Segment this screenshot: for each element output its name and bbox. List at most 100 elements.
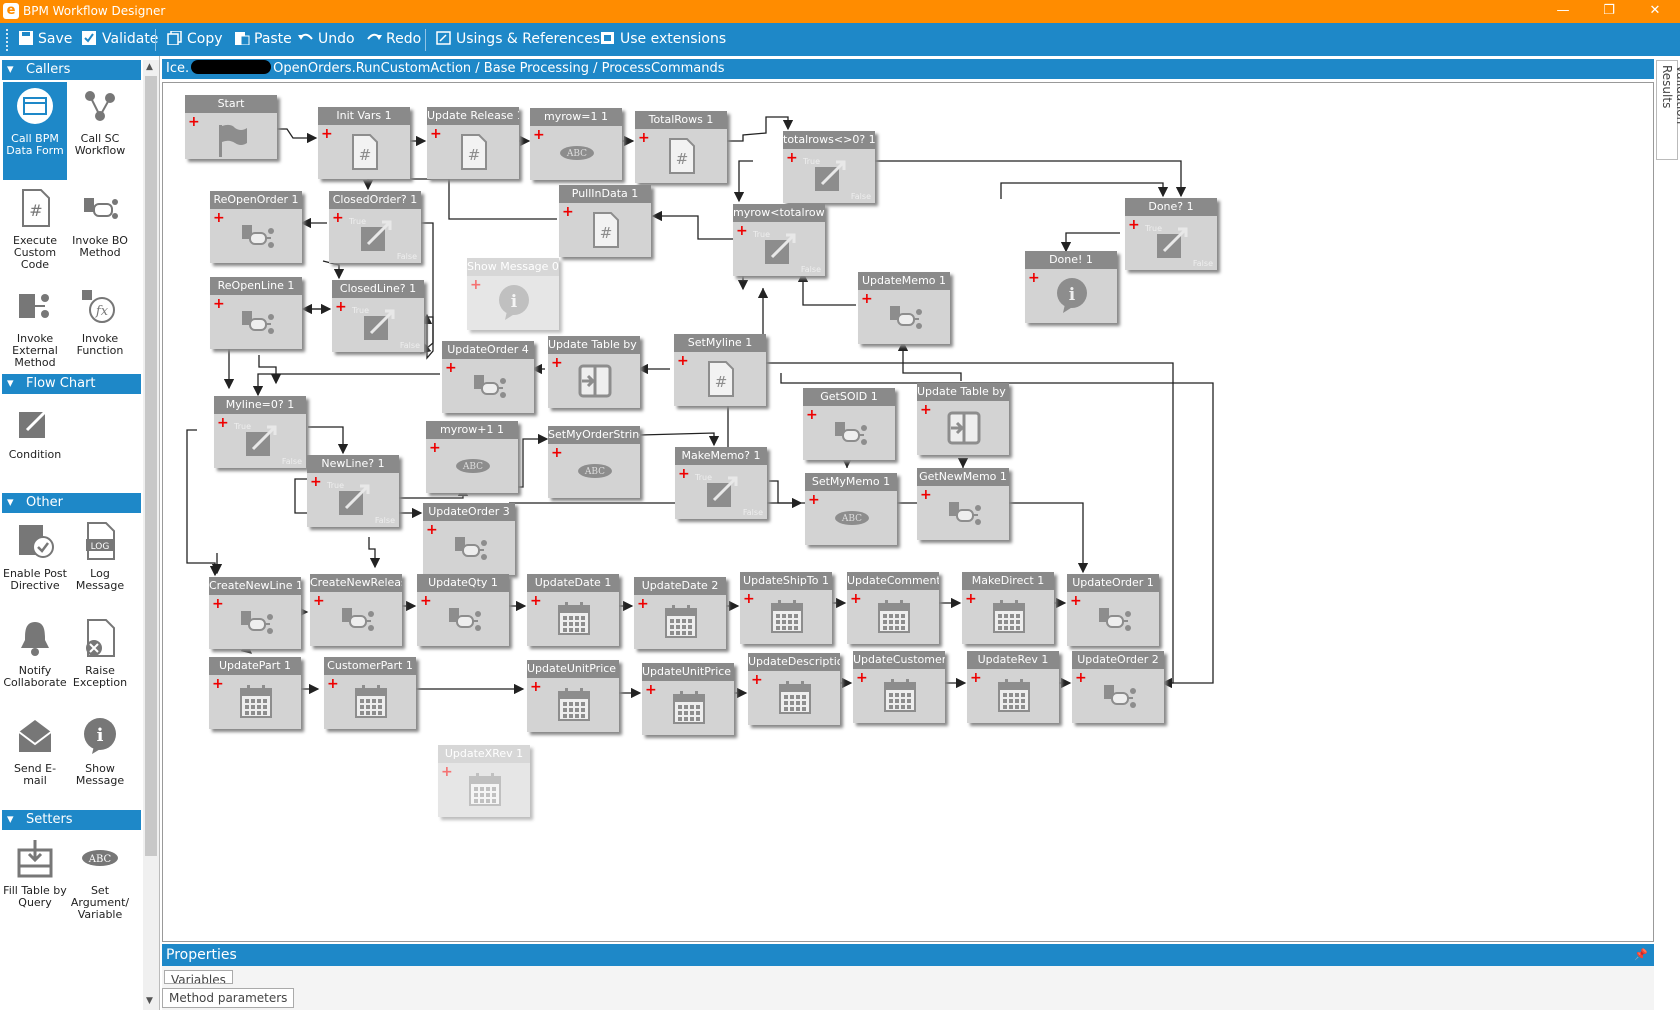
expand-plus-icon[interactable]: +: [420, 593, 432, 609]
workflow-node[interactable]: UpdateUnitPrice 1+: [527, 660, 619, 732]
expand-plus-icon[interactable]: +: [1075, 670, 1087, 686]
expand-plus-icon[interactable]: +: [637, 596, 649, 612]
workflow-node[interactable]: Start+: [185, 95, 277, 159]
workflow-node[interactable]: UpdateShipTo 1+: [740, 572, 832, 644]
use-extensions-button[interactable]: Use extensions: [600, 31, 726, 47]
expand-plus-icon[interactable]: +: [332, 210, 344, 226]
workflow-node[interactable]: UpdateDate 1+: [527, 574, 619, 646]
close-button[interactable]: ✕: [1649, 3, 1661, 18]
workflow-node[interactable]: UpdateDate 2+: [634, 577, 726, 649]
workflow-node[interactable]: UpdateOrder 4+: [442, 341, 534, 413]
expand-plus-icon[interactable]: +: [217, 415, 229, 431]
tool-condition[interactable]: Condition: [3, 402, 67, 461]
tool-call-bpm-data-form[interactable]: Call BPM Data Form: [3, 82, 67, 180]
workflow-node[interactable]: UpdateOrder 1+: [1067, 574, 1159, 646]
connector-line[interactable]: [897, 340, 962, 381]
connector-line[interactable]: [733, 160, 753, 203]
connector-line[interactable]: [308, 426, 349, 455]
expand-plus-icon[interactable]: +: [188, 114, 200, 130]
workflow-node[interactable]: UpdateOrder 2+: [1072, 651, 1164, 723]
expand-plus-icon[interactable]: +: [808, 492, 820, 508]
workflow-node[interactable]: PullInData 1+#: [559, 185, 651, 257]
usings-references-button[interactable]: Usings & References...: [436, 31, 613, 47]
workflow-node[interactable]: SetMyline 1+#: [674, 334, 766, 406]
workflow-node[interactable]: Update Table by Q+: [548, 336, 640, 408]
expand-plus-icon[interactable]: +: [1070, 593, 1082, 609]
tool-show-message[interactable]: i Show Message: [68, 716, 132, 787]
toolbox-scrollbar[interactable]: ▲ ▼: [143, 60, 159, 1010]
maximize-button[interactable]: ❐: [1603, 3, 1615, 18]
expand-plus-icon[interactable]: +: [786, 150, 798, 166]
tool-log-message[interactable]: LOG Log Message: [68, 521, 132, 592]
workflow-node[interactable]: SetMyMemo 1+ABC: [805, 473, 897, 545]
connector-line[interactable]: [368, 537, 381, 569]
copy-button[interactable]: Copy: [167, 31, 223, 47]
workflow-node[interactable]: TotalRows 1+#: [635, 111, 727, 183]
expand-plus-icon[interactable]: +: [1128, 217, 1140, 233]
expand-plus-icon[interactable]: +: [965, 591, 977, 607]
expand-plus-icon[interactable]: +: [850, 591, 862, 607]
expand-plus-icon[interactable]: +: [335, 299, 347, 315]
tool-fill-table-by-query[interactable]: Fill Table by Query: [3, 838, 67, 909]
connector-line[interactable]: [277, 128, 318, 144]
scrollbar-thumb[interactable]: [145, 76, 157, 856]
connector-line[interactable]: [252, 373, 440, 397]
tool-enable-post-directive[interactable]: Enable Post Directive: [3, 521, 67, 592]
workflow-node[interactable]: Update Table by Q+: [917, 383, 1009, 455]
connector-line[interactable]: [420, 316, 434, 354]
expand-plus-icon[interactable]: +: [426, 522, 438, 538]
workflow-node[interactable]: UpdateDescription+: [748, 653, 840, 725]
connector-line[interactable]: [797, 271, 856, 306]
category-other[interactable]: ▾Other: [2, 493, 141, 513]
tool-send-email[interactable]: Send E-mail: [3, 716, 67, 787]
connector-line[interactable]: [780, 373, 1214, 689]
scroll-up-icon[interactable]: ▲: [146, 62, 153, 72]
validate-button[interactable]: Validate: [82, 31, 158, 47]
workflow-node[interactable]: SetMyOrderString+ABC: [548, 426, 640, 498]
category-setters[interactable]: ▾Setters: [2, 810, 141, 830]
expand-plus-icon[interactable]: +: [313, 593, 325, 609]
workflow-node[interactable]: UpdateQty 1+: [417, 574, 509, 646]
expand-plus-icon[interactable]: +: [743, 591, 755, 607]
expand-plus-icon[interactable]: +: [327, 676, 339, 692]
workflow-node[interactable]: MakeDirect 1+: [962, 572, 1054, 644]
category-flow-chart[interactable]: ▾Flow Chart: [2, 374, 141, 394]
tool-set-argument-variable[interactable]: ABC Set Argument/ Variable: [68, 838, 132, 921]
connector-line[interactable]: [322, 260, 345, 280]
workflow-node[interactable]: UpdatePart 1+: [209, 657, 301, 729]
workflow-node[interactable]: Update Release 1+#: [427, 107, 519, 179]
redo-button[interactable]: Redo: [366, 31, 421, 47]
workflow-node[interactable]: CreateNewRelease+: [310, 574, 402, 646]
expand-plus-icon[interactable]: +: [530, 679, 542, 695]
expand-plus-icon[interactable]: +: [970, 670, 982, 686]
connector-line[interactable]: [639, 432, 720, 447]
pin-icon[interactable]: 📌: [1634, 948, 1648, 961]
tool-notify-collaborate[interactable]: Notify Collaborate: [3, 618, 67, 689]
workflow-node[interactable]: UpdateOrder 3+: [423, 503, 515, 575]
expand-plus-icon[interactable]: +: [551, 445, 563, 461]
expand-plus-icon[interactable]: +: [1028, 270, 1040, 286]
workflow-node[interactable]: myrow=1 1+ABC: [530, 108, 622, 180]
validation-results-tab[interactable]: Validation Results: [1656, 60, 1680, 160]
expand-plus-icon[interactable]: +: [310, 474, 322, 490]
expand-plus-icon[interactable]: +: [213, 210, 225, 226]
connector-line[interactable]: [1000, 182, 1169, 199]
workflow-node[interactable]: GetNewMemo 1+: [917, 468, 1009, 540]
category-callers[interactable]: ▾Callers: [2, 60, 141, 80]
toolbar-grip[interactable]: [6, 29, 9, 51]
workflow-node[interactable]: ReOpenOrder 1+: [210, 191, 302, 263]
workflow-node[interactable]: GetSOID 1+: [803, 388, 895, 460]
undo-button[interactable]: Undo: [298, 31, 355, 47]
expand-plus-icon[interactable]: +: [920, 487, 932, 503]
tool-invoke-bo-method[interactable]: Invoke BO Method: [68, 188, 132, 259]
workflow-node[interactable]: CustomerPart 1+: [324, 657, 416, 729]
tab-method-parameters[interactable]: Method parameters: [162, 988, 295, 1008]
workflow-node[interactable]: UpdateMemo 1+: [858, 272, 950, 344]
workflow-node[interactable]: UpdateUnitPrice 2+: [642, 663, 734, 735]
